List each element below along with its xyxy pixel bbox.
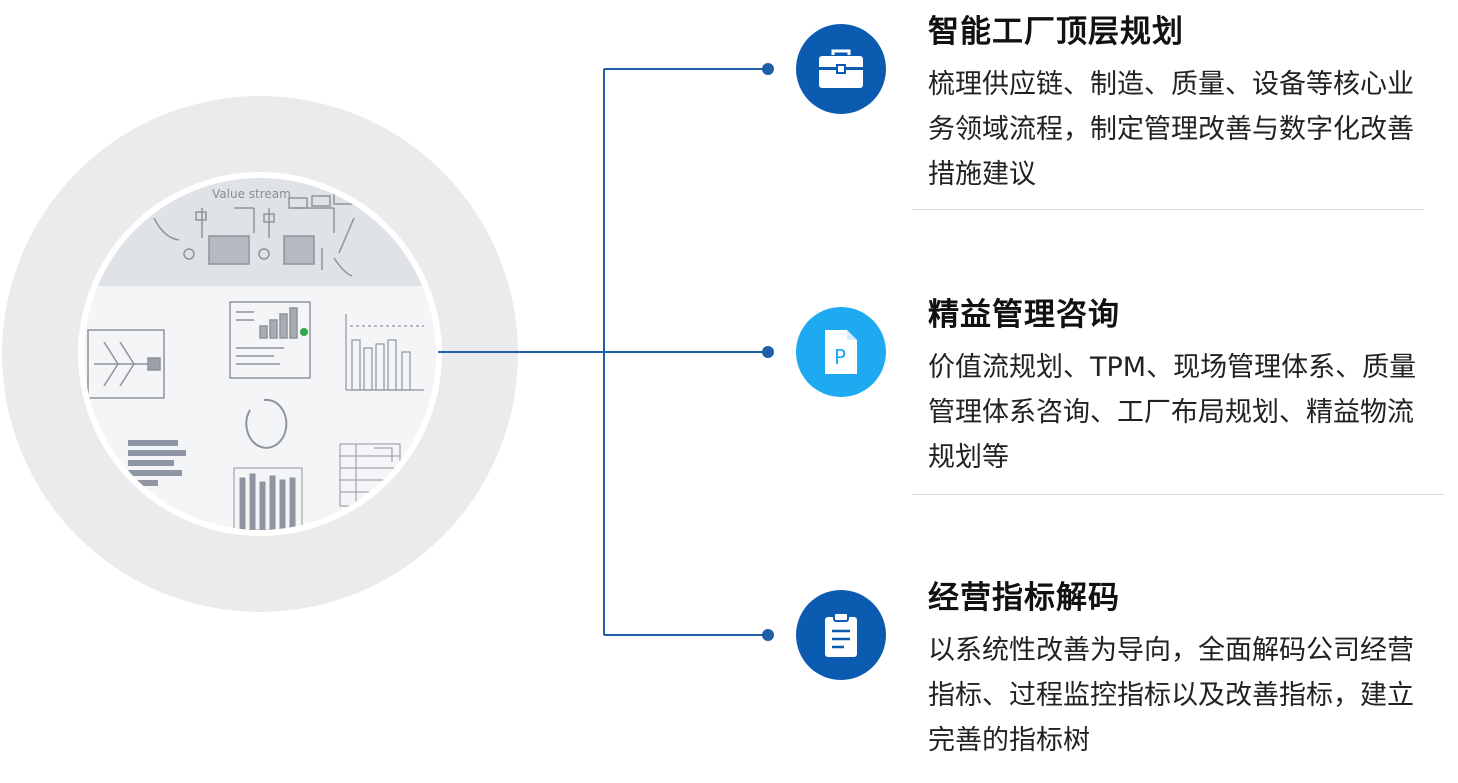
document-p-icon: P (796, 307, 886, 397)
service-description-1: 梳理供应链、制造、质量、设备等核心业务领域流程，制定管理改善与数字化改善措施建议 (928, 69, 1414, 190)
service-item-3: 经营指标解码 以系统性改善为导向，全面解码公司经营指标、过程监控指标以及改善指标… (928, 578, 1438, 763)
service-title-2: 精益管理咨询 (928, 297, 1120, 333)
connector-dot-1 (762, 63, 774, 75)
divider-1 (912, 209, 1424, 210)
clipboard-icon (796, 590, 886, 680)
document-letter: P (834, 345, 846, 369)
sketch-value-stream-label: Value stream (212, 187, 291, 201)
service-item-2: 精益管理咨询 价值流规划、TPM、现场管理体系、质量管理体系咨询、工厂布局规划、… (928, 295, 1438, 480)
connector-dot-3 (762, 629, 774, 641)
service-description-3: 以系统性改善为导向，全面解码公司经营指标、过程监控指标以及改善指标，建立完善的指… (928, 635, 1414, 756)
bar-chart-sketch (345, 314, 424, 391)
divider-2 (912, 494, 1444, 495)
service-description-2: 价值流规划、TPM、现场管理体系、质量管理体系咨询、工厂布局规划、精益物流规划等 (928, 352, 1417, 473)
service-title-1: 智能工厂顶层规划 (928, 14, 1184, 50)
connector-dot-2 (762, 346, 774, 358)
cycle-arrow-sketch (245, 398, 288, 449)
service-item-1: 智能工厂顶层规划 梳理供应链、制造、质量、设备等核心业务领域流程，制定管理改善与… (928, 12, 1438, 197)
dashboard-board-sketch (229, 301, 311, 379)
briefcase-icon (796, 24, 886, 114)
horizontal-bars-sketch (128, 440, 186, 486)
column-grid-sketch (233, 467, 303, 530)
service-title-3: 经营指标解码 (928, 580, 1120, 616)
value-stream-map-sketch (153, 193, 355, 277)
fishbone-diagram-sketch (87, 329, 165, 399)
